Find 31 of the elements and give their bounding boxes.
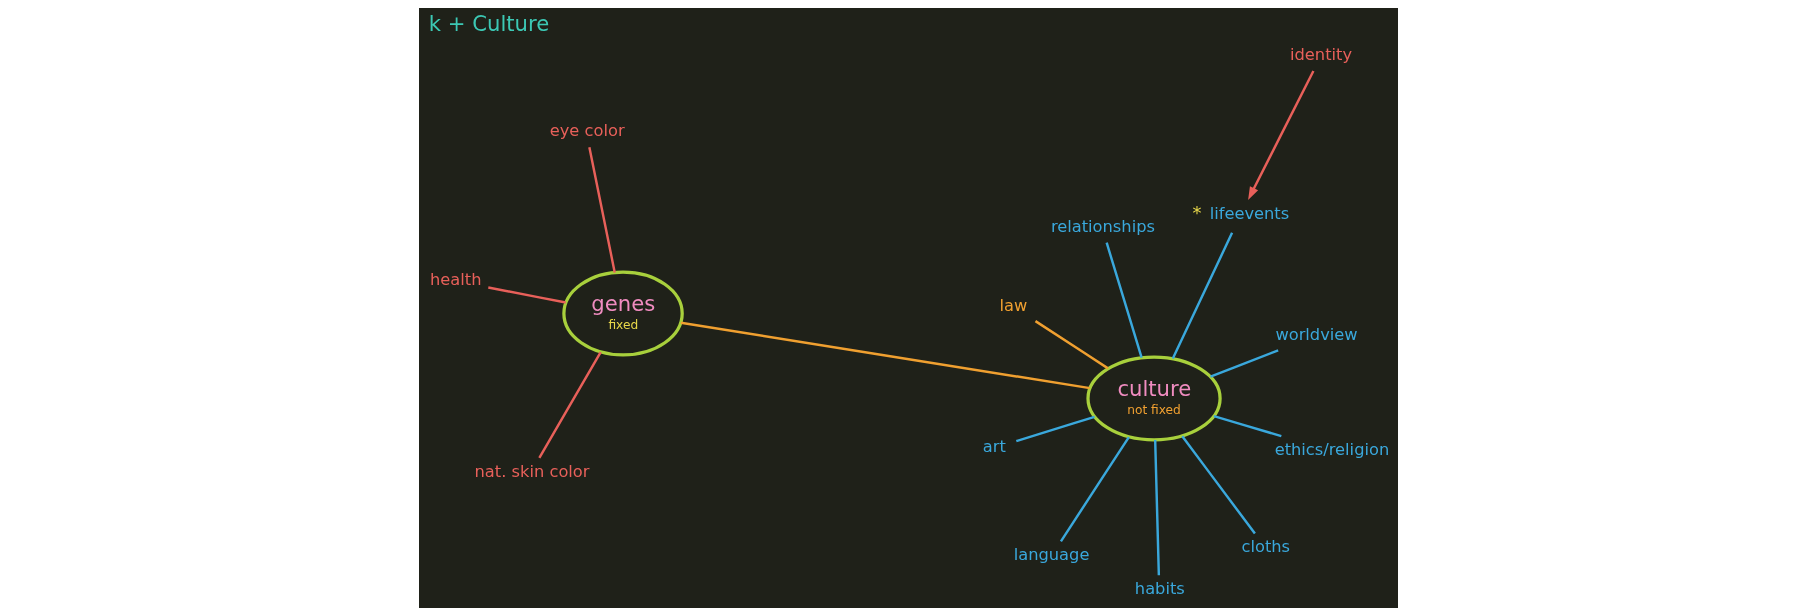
diagram-title: k + Culture — [428, 11, 550, 37]
node-text: language — [1013, 545, 1090, 565]
node-text: eye color — [549, 121, 625, 141]
node-text: cloths — [1241, 537, 1291, 557]
connector — [1105, 242, 1143, 358]
connector — [538, 351, 602, 459]
connector — [1171, 232, 1234, 360]
connector — [1034, 320, 1109, 370]
node-label: * — [1192, 202, 1202, 224]
node-ellipse: culture not fixed — [1086, 355, 1222, 442]
node-text: identity — [1290, 45, 1353, 65]
connector — [588, 146, 616, 273]
connector — [1213, 414, 1282, 438]
connector — [1015, 415, 1095, 443]
connector — [680, 321, 1091, 390]
node-text: art — [982, 437, 1006, 457]
node-ellipse: genes fixed — [562, 270, 684, 357]
arrow — [1248, 70, 1315, 200]
connector — [488, 286, 566, 304]
node-text: worldview — [1275, 324, 1358, 344]
node-text: ethics/religion — [1274, 439, 1390, 459]
node-text: lifeevents — [1209, 203, 1290, 223]
node-text: habits — [1134, 579, 1185, 599]
connector — [1210, 349, 1279, 378]
node-text: health — [429, 270, 482, 290]
node-text: nat. skin color — [474, 461, 590, 481]
node-text: law — [999, 295, 1028, 315]
connector — [1153, 439, 1161, 576]
connector — [1059, 436, 1130, 543]
node-text: relationships — [1050, 217, 1155, 237]
connector — [1181, 435, 1256, 535]
